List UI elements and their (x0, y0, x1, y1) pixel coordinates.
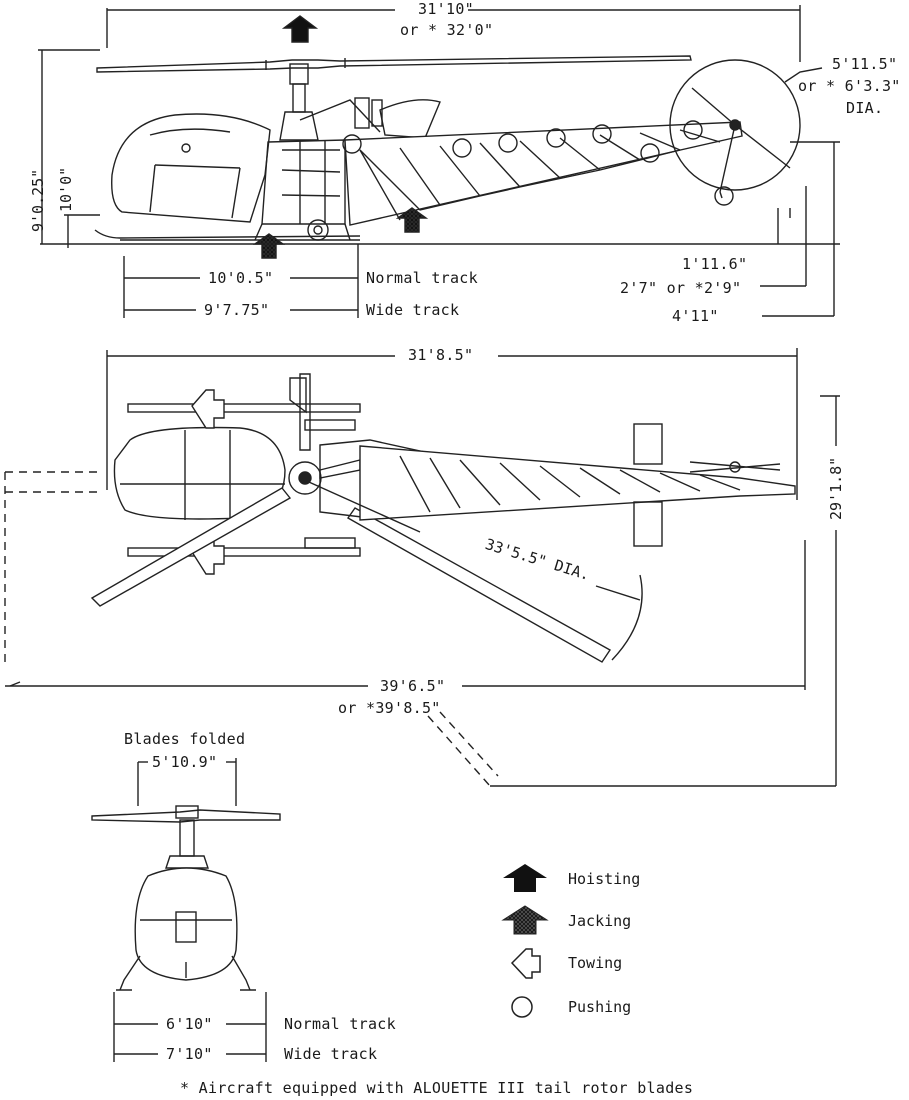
jacking-arrow-icon (252, 207, 429, 259)
dim-b: 2'7" or *2'9" (620, 279, 742, 297)
tail-rotor-dia-alt: or * 6'3.3" (798, 77, 901, 95)
towing-arrow-icon (510, 948, 541, 979)
legend-label: Pushing (568, 998, 632, 1016)
skid-wide-label: Wide track (366, 301, 460, 319)
side-overall-length: 31'10" (418, 0, 474, 18)
legend-label: Hoisting (568, 870, 641, 888)
side-view (38, 5, 840, 318)
top-overall-length: 39'6.5" (380, 677, 446, 695)
hoisting-arrow-icon (503, 864, 547, 892)
front-view (91, 758, 281, 1062)
legend-item-towing: Towing (500, 946, 700, 980)
height-rotor: 9'0.25" (29, 168, 47, 232)
dim-c: 4'11" (672, 307, 719, 325)
footnote: * Aircraft equipped with ALOUETTE III ta… (180, 1079, 694, 1097)
side-overall-length-alt: or * 32'0" (400, 21, 494, 39)
height-cabin: 10'0" (57, 166, 75, 212)
front-track-wide: 7'10" (166, 1045, 213, 1063)
tail-rotor-dia-unit: DIA. (846, 99, 884, 117)
hoisting-arrow-icon (281, 15, 319, 43)
blades-folded-label: Blades folded (124, 730, 246, 748)
dim-a: 1'11.6" (682, 255, 748, 273)
top-overall-length-alt: or *39'8.5" (338, 699, 441, 717)
skid-wide-dim: 9'7.75" (204, 301, 270, 319)
legend-item-jacking: Jacking (500, 904, 700, 938)
legend-item-hoisting: Hoisting (500, 862, 700, 896)
jacking-arrow-icon (501, 905, 549, 935)
top-fuselage-length: 31'8.5" (408, 346, 474, 364)
legend-label: Towing (568, 954, 623, 972)
pushing-circle-icon (511, 996, 533, 1018)
legend-label: Jacking (568, 912, 632, 930)
top-width: 29'1.8" (827, 456, 845, 520)
folded-width: 5'10.9" (152, 753, 218, 771)
top-view (4, 348, 840, 787)
skid-normal-label: Normal track (366, 269, 478, 287)
front-track-normal-label: Normal track (284, 1015, 396, 1033)
front-track-normal: 6'10" (166, 1015, 213, 1033)
skid-normal-dim: 10'0.5" (208, 269, 274, 287)
tail-rotor-dia: 5'11.5" (832, 55, 898, 73)
legend-item-pushing: Pushing (500, 990, 700, 1024)
front-track-wide-label: Wide track (284, 1045, 378, 1063)
